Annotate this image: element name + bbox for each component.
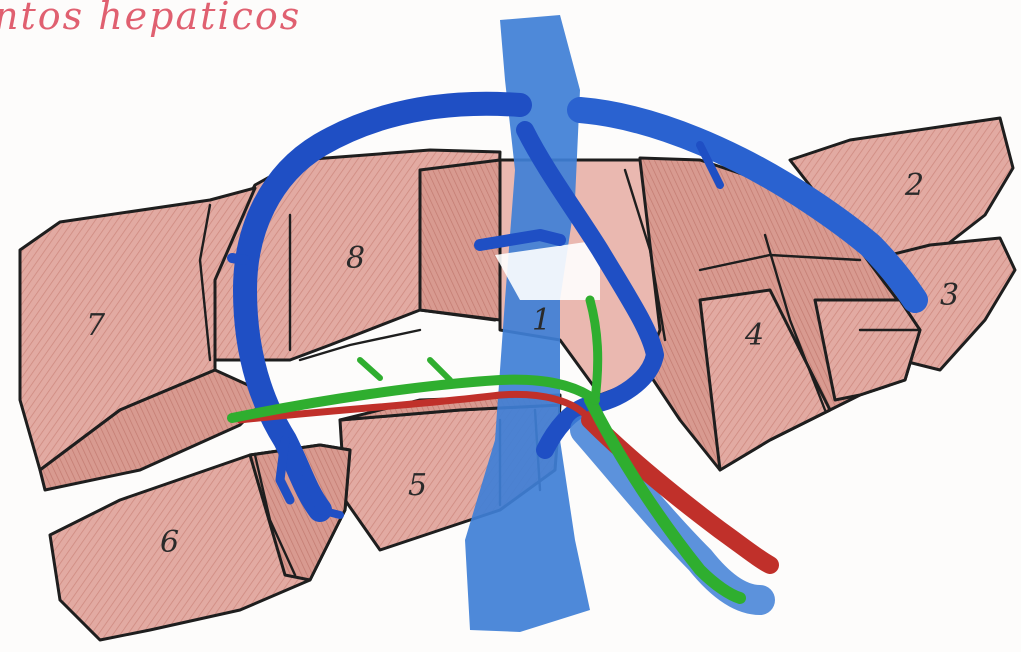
segment-label-1: 1 (532, 303, 551, 338)
segment-label-2: 2 (904, 168, 924, 203)
segment-label-4: 4 (744, 318, 764, 353)
segment-label-7: 7 (86, 308, 106, 343)
segment-label-5: 5 (408, 468, 427, 503)
segment-label-8: 8 (346, 241, 365, 276)
segment-label-6: 6 (160, 525, 179, 560)
segment-label-3: 3 (940, 278, 959, 313)
